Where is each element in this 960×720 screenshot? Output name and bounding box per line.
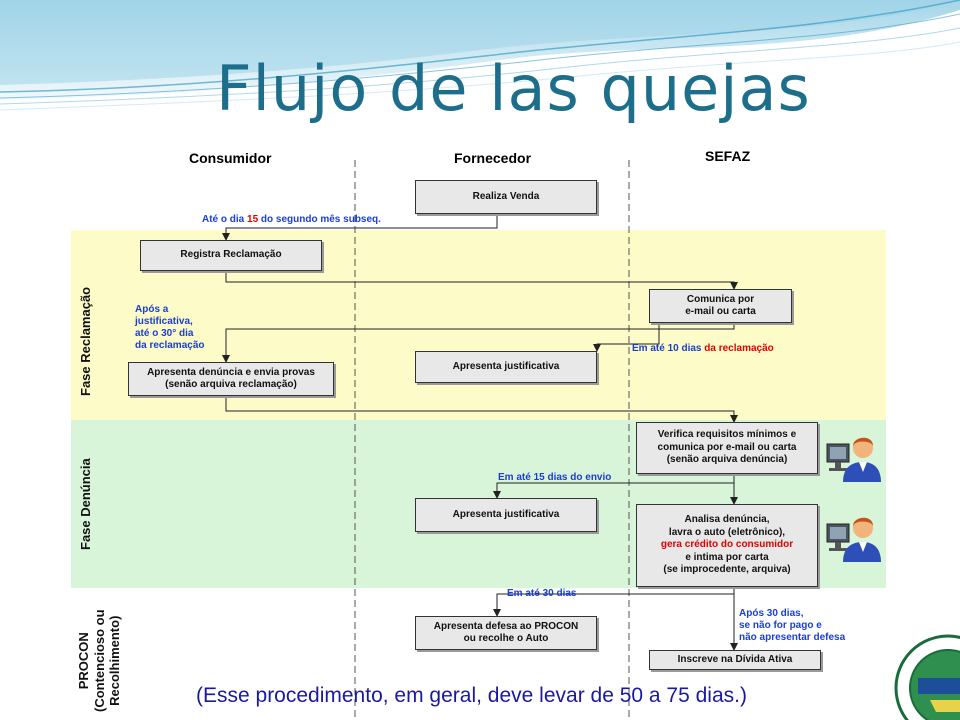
- annotation-text-highlight: da reclamação: [704, 343, 774, 354]
- column-header-consumidor: Consumidor: [189, 150, 272, 166]
- annotation-em-ate-10-dias: Em até 10 dias da reclamação: [632, 343, 774, 355]
- box-text: Comunica por: [686, 293, 755, 305]
- annotation-text: até o 30° dia: [135, 328, 194, 339]
- box-text: Realiza Venda: [472, 190, 540, 202]
- box-text: Registra Reclamação: [180, 249, 282, 261]
- flow-connectors: [222, 214, 738, 651]
- annotation-text: Em até 10 dias: [632, 343, 705, 354]
- user-at-computer-icon: [826, 437, 881, 482]
- annotation-text: da reclamação: [135, 340, 205, 351]
- phase-label-procon-line: (Contencioso ou: [91, 609, 107, 712]
- box-text: Verifica requisitos mínimos e: [657, 429, 797, 441]
- user-at-computer-icon: [826, 517, 881, 562]
- box-registra-reclamacao: Registra Reclamação: [140, 240, 322, 271]
- annotation-text: do segundo mês subseq.: [258, 214, 381, 225]
- box-apresenta-justificativa-2: Apresenta justificativa: [415, 498, 597, 532]
- annotation-apos-justificativa: Após a justificativa, até o 30° dia da r…: [135, 304, 205, 352]
- box-text: Apresenta defesa ao PROCON: [433, 620, 579, 632]
- annotation-em-ate-30-dias: Em até 30 dias: [507, 588, 577, 599]
- box-text: (senão arquiva reclamação): [165, 379, 297, 390]
- annotation-text: justificativa,: [135, 316, 193, 327]
- phase-label-procon-line: PROCON: [76, 632, 91, 690]
- phase-label-procon-line: Recolhimento): [107, 615, 123, 706]
- box-comunica: Comunica por e-mail ou carta: [649, 289, 792, 323]
- column-header-sefaz: SEFAZ: [705, 148, 751, 164]
- box-text: Apresenta denúncia e envia provas: [147, 366, 315, 378]
- annotation-ate-dia-15: Até o dia 15 do segundo mês subseq.: [202, 214, 381, 226]
- phase-label-denuncia: Fase Denúncia: [78, 458, 93, 550]
- box-text: Analisa denúncia,: [684, 514, 770, 526]
- annotation-text: Após a: [135, 304, 169, 315]
- box-text: lavra o auto (eletrônico),: [668, 526, 786, 538]
- header-wave-decoration: [0, 0, 960, 111]
- annotation-text-highlight: 15: [247, 214, 259, 225]
- box-apresenta-justificativa-1: Apresenta justificativa: [415, 351, 597, 383]
- slide-title: Flujo de las quejas: [216, 52, 811, 125]
- box-text: (senão arquiva denúncia): [666, 454, 788, 466]
- box-text: ou recolhe o Auto: [463, 633, 549, 644]
- annotation-text: se não for pago e: [739, 620, 822, 631]
- phase-label-reclamacao: Fase Reclamação: [78, 286, 93, 396]
- box-analisa-denuncia: Analisa denúncia, lavra o auto (eletrôni…: [636, 504, 818, 587]
- box-realiza-venda: Realiza Venda: [415, 180, 597, 214]
- box-inscreve-divida-ativa: Inscreve na Dívida Ativa: [649, 650, 821, 670]
- footer-note: (Esse procedimento, em geral, deve levar…: [196, 684, 747, 707]
- box-text: Apresenta justificativa: [452, 360, 560, 372]
- box-verifica-requisitos: Verifica requisitos mínimos e comunica p…: [636, 422, 818, 474]
- column-header-fornecedor: Fornecedor: [454, 150, 532, 166]
- box-text: comunica por e-mail ou carta: [657, 441, 797, 453]
- box-text: (se improcedente, arquiva): [663, 564, 791, 576]
- annotation-em-ate-15-dias: Em até 15 dias do envio: [498, 472, 612, 483]
- annotation-text: Até o dia: [202, 214, 248, 225]
- box-text: Inscreve na Dívida Ativa: [677, 653, 793, 665]
- box-apresenta-defesa: Apresenta defesa ao PROCON ou recolhe o …: [415, 616, 597, 650]
- box-text: e intima por carta: [685, 551, 769, 563]
- annotation-text: Após 30 dias,: [739, 608, 804, 619]
- phase-label-procon: PROCON (Contencioso ou Recolhimento): [76, 609, 123, 712]
- giat-seal-logo: [890, 632, 960, 720]
- annotation-apos-30-dias: Após 30 dias, se não for pago e não apre…: [739, 608, 845, 644]
- box-text: e-mail ou carta: [685, 306, 756, 317]
- box-text-highlight: gera crédito do consumidor: [660, 539, 794, 551]
- annotation-text: não apresentar defesa: [739, 632, 846, 643]
- flow-diagram: Consumidor Fornecedor SEFAZ Fase Reclama…: [71, 98, 901, 720]
- box-text: Apresenta justificativa: [452, 508, 560, 520]
- box-apresenta-denuncia: Apresenta denúncia e envia provas (senão…: [128, 362, 334, 396]
